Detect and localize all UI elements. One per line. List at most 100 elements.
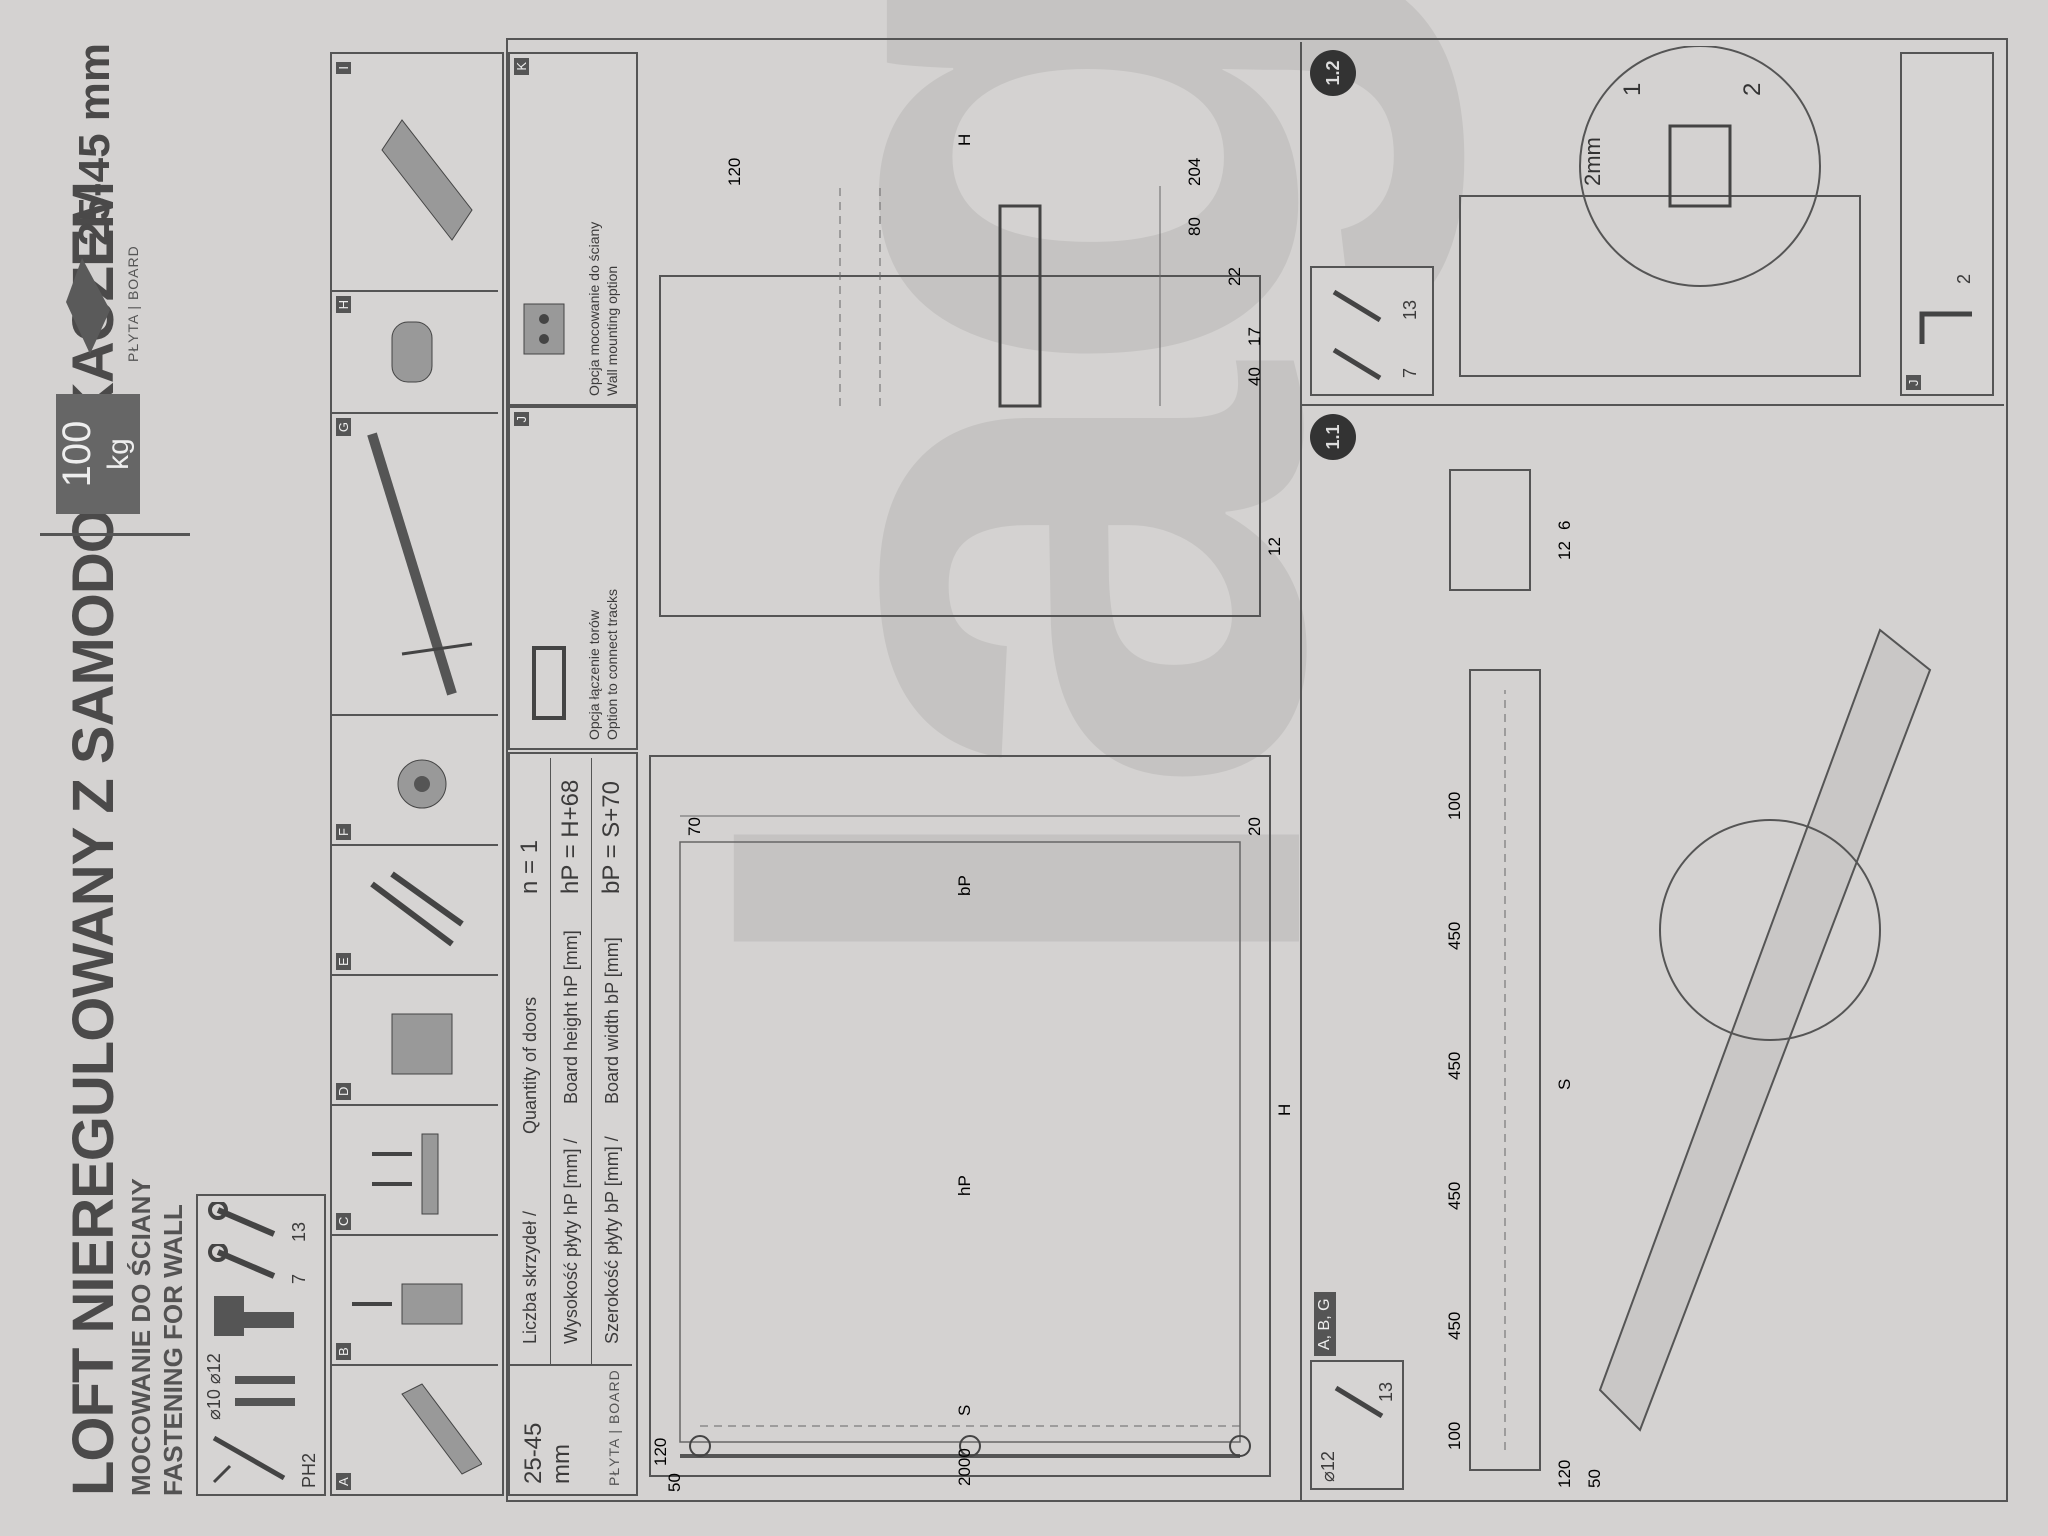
drill-icon	[214, 1296, 294, 1336]
dim-22: 22	[1225, 267, 1244, 286]
dim-2000: 2000	[955, 1448, 974, 1486]
front-view-drawing: 50 120 2000 S hP bP 20 70 H	[649, 755, 1294, 1492]
tools-panel: PH2 ⌀10 ⌀12 7 13	[196, 1194, 326, 1496]
track-dims: 100 450 450 450 450 100	[1445, 792, 1464, 1450]
track-dim: 100	[1445, 792, 1464, 820]
rail-dim-12: 12	[1555, 541, 1574, 560]
wrench-icon	[1334, 1385, 1384, 1419]
wrench-icon	[208, 1242, 276, 1279]
drill-label: ⌀10 ⌀12	[204, 1353, 224, 1420]
load-unit: kg	[102, 438, 135, 470]
wrench-7-label: 7	[289, 1273, 309, 1284]
board-thickness-header: PŁYTA | BOARD	[60, 245, 141, 362]
dim-20: 20	[1245, 817, 1264, 836]
step-1-1-parts: A, B, G	[1314, 1292, 1336, 1356]
wrench-13-label: 13	[289, 1221, 309, 1242]
board-label: PŁYTA | BOARD	[125, 245, 141, 362]
drill-tool	[204, 1284, 314, 1344]
part-d-icon	[391, 1013, 453, 1075]
part-i-label: I	[336, 62, 351, 74]
part-a-label: A	[336, 1473, 351, 1490]
option-k-cell: K Opcja mocowanie do ściany Wall mountin…	[508, 52, 638, 406]
screwdriver-label: PH2	[299, 1452, 319, 1488]
part-d-cell: D	[332, 974, 498, 1104]
step-divider-h	[1300, 42, 1302, 1502]
subtitle-pl: MOCOWANIE DO ŚCIANY	[126, 1178, 156, 1496]
track-dim: 450	[1445, 1182, 1464, 1210]
gap-label: 2mm	[1580, 137, 1605, 186]
dim-204: 204	[1185, 158, 1204, 186]
load-rating-badge: 100 kg	[55, 394, 140, 514]
wrench-13-label: 13	[1376, 1381, 1396, 1402]
dim-h: H	[955, 134, 974, 146]
dim-120: 120	[725, 158, 744, 186]
part-c-cell: C	[332, 1104, 498, 1234]
screwdriver-icon	[212, 1435, 286, 1484]
parts-strip: A B C D E F G H	[330, 52, 504, 1496]
part-c-label: C	[336, 1212, 351, 1230]
side-view-drawing: 204 80 22 12 17 40 120 H	[659, 134, 1284, 617]
part-g-label: G	[336, 418, 351, 437]
track-dim: 450	[1445, 922, 1464, 950]
part-g-cell: G	[332, 412, 498, 714]
step-1-2-drawing: 2mm 1 2	[1459, 46, 1861, 377]
step-divider-v	[1300, 404, 2004, 406]
part-c-icon	[372, 1133, 439, 1215]
step-1-1-inset-j: J 2	[1900, 52, 1994, 396]
part-a-icon	[401, 1383, 483, 1475]
hex-key-icon	[1919, 311, 1972, 344]
header-divider	[40, 533, 190, 536]
dim-50: 50	[665, 1473, 684, 1492]
track-dim-s: S	[1555, 1079, 1574, 1090]
track-dim-50: 50	[1585, 1469, 1604, 1488]
step-1-1-tools: ⌀12 13	[1310, 1360, 1404, 1490]
board-thickness: 25-45 mm	[70, 42, 119, 246]
step-1-1-badge: 1.1	[1310, 414, 1356, 460]
wrench-7-tool: 7	[204, 1242, 314, 1284]
wall-bracket-icon	[523, 303, 565, 355]
part-i-cell: I	[332, 58, 498, 290]
drill-bit-icon	[235, 1376, 295, 1406]
dim-80: 80	[1185, 217, 1204, 236]
part-i-icon	[381, 119, 473, 241]
wrench-13-tool: 13	[204, 1200, 314, 1242]
part-b-icon	[352, 1283, 463, 1325]
part-e-icon	[370, 871, 464, 947]
part-h-label: H	[336, 296, 351, 314]
option-j-cell: J Opcja łączenie torów Option to connect…	[508, 406, 638, 750]
part-f-icon	[397, 759, 447, 809]
step-1-1-drawing: 100 450 450 450 450 100 S 120 50 12 6	[1445, 469, 1932, 1488]
part-g-icon	[367, 432, 473, 696]
part-e-label: E	[336, 953, 351, 970]
part-f-cell: F	[332, 714, 498, 844]
part-e-cell: E	[332, 844, 498, 974]
subtitle-en: FASTENING FOR WALL	[158, 1204, 188, 1496]
dim-h: H	[1275, 1104, 1294, 1116]
page-title: LOFT NIEREGULOWANY Z SAMODOMYKACZEM	[61, 181, 126, 1496]
part-d-label: D	[336, 1082, 351, 1100]
dim-bp: bP	[955, 875, 974, 896]
arrow-1-label: 1	[1619, 83, 1646, 96]
board-icon	[66, 258, 110, 354]
inset-j-label: J	[1906, 375, 1921, 390]
step-1-2-tools: 7 13	[1310, 266, 1434, 396]
track-dim: 450	[1445, 1052, 1464, 1080]
dim-120: 120	[651, 1438, 670, 1466]
rail-dim-6: 6	[1555, 521, 1574, 530]
track-dim: 450	[1445, 1312, 1464, 1340]
dim-17: 17	[1245, 327, 1264, 346]
part-f-label: F	[336, 824, 351, 840]
step-1-2-badge: 1.2	[1310, 50, 1356, 96]
wrench-icon	[1332, 347, 1382, 381]
dim-12: 12	[1265, 537, 1284, 556]
dim-40: 40	[1245, 367, 1264, 386]
track-connector-icon	[532, 646, 566, 720]
load-value: 100	[55, 420, 99, 488]
wrench-13-label: 13	[1400, 299, 1420, 320]
dim-70: 70	[685, 817, 704, 836]
track-dim: 100	[1445, 1422, 1464, 1450]
part-b-cell: B	[332, 1234, 498, 1364]
dim-s: S	[955, 1405, 974, 1416]
part-h-icon	[391, 321, 433, 383]
